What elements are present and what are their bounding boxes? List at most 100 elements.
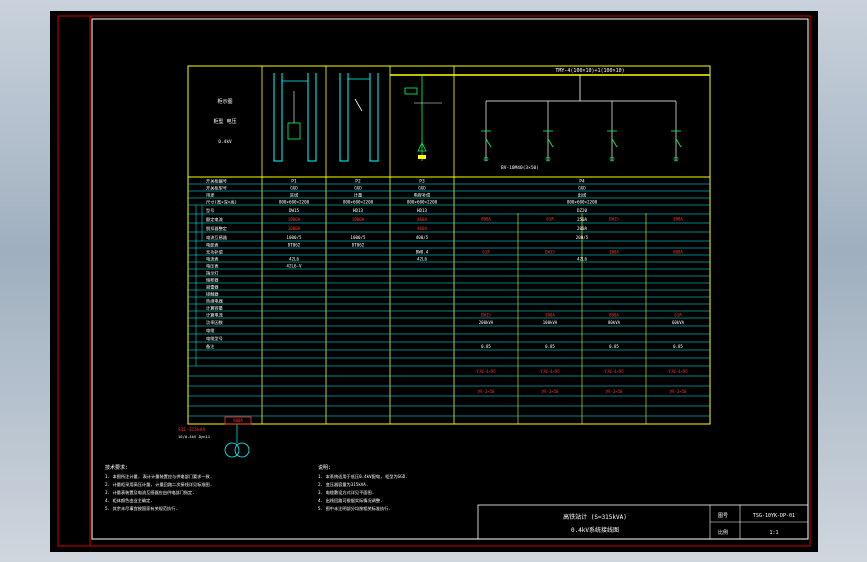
branch-value: 800A: [673, 250, 683, 255]
feeder-p1-loop: [273, 73, 283, 162]
transformer-label-box: [224, 416, 252, 425]
drawing-no: TSG-10YK-DP-01: [753, 513, 795, 519]
row-label: 热继电器: [206, 297, 224, 304]
row-label: 电能表: [206, 241, 219, 248]
row-label: 型号: [206, 207, 214, 214]
cell-value: 计量: [354, 191, 362, 198]
note-left-line: 3. 计量表装置及电流互感器应由供电部门指定.: [105, 489, 195, 496]
drawing-no-label: 图号: [718, 513, 728, 519]
note-left-line: 4. 柜体颜色由业主确定.: [105, 497, 153, 504]
branch-bottom-value: 80kVA: [608, 320, 621, 325]
cad-viewport[interactable]: 开关柜编号开关柜型号用途尺寸(宽×深×高)型号额定电流脱扣器整定电流互感器电能表…: [50, 11, 818, 552]
drawing-frame: [91, 18, 809, 540]
branch-cable: VV-3×50: [606, 389, 623, 394]
cell-value: GGD: [354, 185, 362, 190]
row-label: 额定电流: [206, 216, 224, 223]
cell-value: DW15: [289, 208, 300, 213]
table-outline: [187, 65, 711, 425]
row-label: 避雷器: [206, 283, 219, 290]
branch-terminal-2: [545, 156, 551, 162]
drawing-border: [57, 15, 811, 547]
branch-terminal-1: [483, 156, 489, 162]
branch-switch-3: [611, 138, 618, 148]
row-label: 熔断器: [206, 276, 219, 283]
system-table: 开关柜编号开关柜型号用途尺寸(宽×深×高)型号额定电流脱扣器整定电流互感器电能表…: [187, 65, 711, 425]
column-heading: P2: [355, 179, 361, 185]
notes-left-title: 技术要求:: [105, 464, 128, 471]
row-label: 用途: [206, 191, 215, 198]
branch-bottom-value: 200kVA: [479, 320, 494, 325]
row-label: 电缆: [206, 327, 215, 334]
feeder-p1-loop-2: [307, 73, 317, 162]
cell-value: 1000/5: [350, 235, 366, 240]
notes: 技术要求:1. 本图所注计量, 表计计量装置应与供电部门要求一致.2. 计量柜采…: [105, 464, 408, 512]
branch-bottom-value: 0.85: [545, 344, 555, 349]
branch-terminal-4: [673, 156, 679, 162]
cell-value: 42L6: [577, 256, 588, 261]
cell-value: 800×600×2200: [407, 199, 438, 204]
branch-switch-1: [485, 138, 492, 148]
cell-value: HD13: [417, 208, 428, 213]
cell-value: 1000/5: [286, 235, 302, 240]
cell-value: 800×600×2200: [567, 199, 598, 204]
column-heading: P3: [419, 179, 425, 185]
capacitor-label-box: [404, 87, 418, 95]
meter-box: [287, 122, 301, 140]
branch-value: DW15: [481, 313, 491, 318]
note-left-line: 1. 本图所注计量, 表计计量装置应与供电部门要求一致.: [105, 473, 212, 480]
cell-value: DT862: [352, 242, 365, 247]
branch-cable: YJV-4×95: [604, 369, 624, 374]
branch-cable: VV-3×50: [670, 389, 687, 394]
cell-value: 1000A: [288, 217, 301, 222]
cell-value: 200/5: [576, 235, 589, 240]
feeder-p2-loop: [339, 73, 349, 162]
row-label: 电缆型号: [206, 335, 223, 342]
cell-value: 800×600×2200: [343, 199, 374, 204]
branch-value: 800A: [609, 313, 619, 318]
feeder-p2-loop-2: [369, 73, 379, 162]
branch-value: 100A: [545, 313, 555, 318]
scale-label: 比例: [718, 529, 728, 536]
cell-value: 400/5: [416, 235, 429, 240]
row-label: 脱扣器整定: [206, 225, 227, 232]
cell-value: 250A: [577, 217, 588, 222]
branch-cable: VV-3×50: [542, 389, 559, 394]
diagram-header-2: 柜型 电压: [213, 118, 236, 125]
transformer-coil-2: [234, 442, 250, 458]
cell-value: BW0.4: [416, 249, 429, 254]
capacitor-base: [418, 155, 426, 159]
cable-label: BV-10M40(3×50): [501, 165, 539, 171]
transformer-rating: 800A: [233, 418, 243, 423]
note-right-line: 3. 电缆敷设方式详见平面图.: [318, 489, 374, 496]
branch-bottom-value: 60kVA: [672, 320, 685, 325]
column-heading: P4: [579, 179, 585, 185]
row-label: 计算容量: [206, 304, 223, 311]
branch-value: 63A: [674, 313, 682, 318]
cell-value: 400A: [417, 226, 428, 231]
cell-value: 200A: [577, 226, 588, 231]
branch-cable: YJV-4×95: [476, 369, 496, 374]
cell-value: GGD: [290, 185, 298, 190]
row-label: 无功补偿: [206, 248, 223, 255]
note-left-line: 5. 其余未尽事宜按国家有关规范执行.: [105, 505, 178, 512]
cell-value: 42L6: [417, 256, 428, 261]
branch-switch-4: [675, 138, 682, 148]
branch-cable: YJV-4×95: [668, 369, 688, 374]
branch-value: 800A: [481, 217, 491, 222]
scale-value: 1:1: [769, 530, 778, 536]
branch-cable: YJV-4×95: [540, 369, 560, 374]
transformer-note: 10/0.4kV Dyn11: [178, 434, 211, 439]
cell-value: 42L6-V: [286, 263, 302, 268]
cell-value: 1000A: [352, 217, 365, 222]
cell-value: 电容补偿: [414, 191, 431, 198]
transformer-coil-1: [224, 442, 240, 458]
note-right-line: 4. 出线回路可根据实际情况调整.: [318, 497, 383, 504]
row-label: 开关柜编号: [206, 177, 227, 184]
cell-value: DT862: [288, 242, 301, 247]
note-right-line: 1. 本系统适用于低压0.4kV配电, 柜型为GGD.: [318, 473, 408, 480]
note-right-line: 2. 变压器容量为315kVA.: [318, 481, 368, 488]
row-label: 功率因数: [206, 319, 224, 326]
cell-value: GGD: [418, 185, 426, 190]
cell-value: 42L6: [289, 256, 300, 261]
